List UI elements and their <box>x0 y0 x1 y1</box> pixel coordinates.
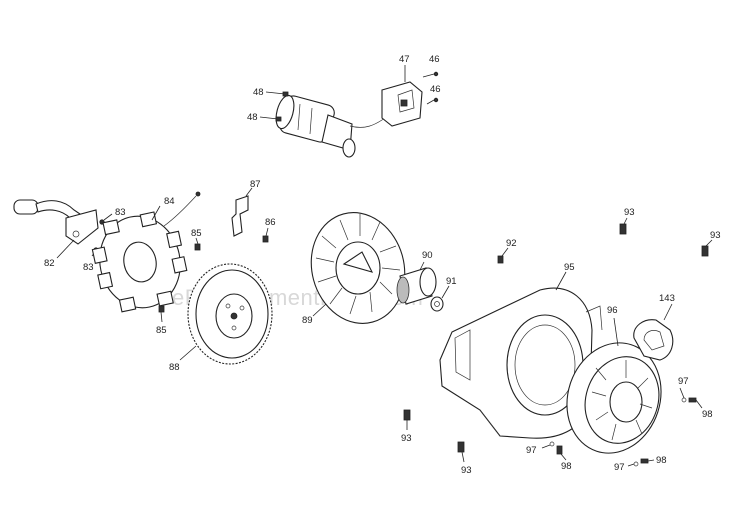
recoil-fastener-set-right <box>679 387 703 409</box>
starter-pulley <box>396 261 437 305</box>
recoil-starter <box>566 317 662 454</box>
part-label-93-farright: 93 <box>710 230 721 241</box>
part-label-87: 87 <box>250 179 261 190</box>
part-label-85-upper: 85 <box>191 228 202 239</box>
part-label-97-center: 97 <box>526 445 537 456</box>
part-label-89: 89 <box>302 315 313 326</box>
part-label-85-lower: 85 <box>156 325 167 336</box>
flywheel <box>179 263 273 365</box>
ignition-coil <box>13 199 99 259</box>
part-label-46-lower: 46 <box>430 84 441 95</box>
bracket-bolt <box>262 227 269 243</box>
part-label-92: 92 <box>506 238 517 249</box>
part-label-97-right: 97 <box>678 376 689 387</box>
solenoid-screw-lower <box>426 97 439 105</box>
stator-bolt-lower <box>158 305 165 323</box>
recoil-fastener-set-center <box>541 441 567 461</box>
part-label-47: 47 <box>399 54 410 65</box>
flywheel-nut <box>430 285 450 312</box>
blower-housing <box>439 271 603 439</box>
stator-wire-terminal <box>195 191 201 197</box>
starter-bolt-upper <box>265 91 289 97</box>
stator-bolt-upper <box>194 237 201 251</box>
leader-84 <box>151 205 161 221</box>
starter-solenoid <box>381 65 423 127</box>
part-label-96: 96 <box>607 305 618 316</box>
shroud-bolt-93-bottom <box>457 441 465 463</box>
part-label-93-bottom: 93 <box>461 465 472 476</box>
starter-motor <box>275 94 386 158</box>
solenoid-screw-upper <box>422 71 439 78</box>
part-label-90: 90 <box>422 250 433 261</box>
part-label-86: 86 <box>265 217 276 228</box>
part-label-98-right: 98 <box>702 409 713 420</box>
part-label-91: 91 <box>446 276 457 287</box>
stator-charge-coil <box>91 211 188 313</box>
stator-wire <box>163 195 197 227</box>
shroud-bolt-93-left <box>403 409 411 430</box>
part-label-98-center: 98 <box>561 461 572 472</box>
part-label-93-topright: 93 <box>624 207 635 218</box>
part-label-46-upper: 46 <box>429 54 440 65</box>
part-label-143: 143 <box>659 293 675 304</box>
part-label-84: 84 <box>164 196 175 207</box>
part-label-48-lower: 48 <box>247 112 258 123</box>
cooling-fan <box>310 212 406 324</box>
part-label-93-left: 93 <box>401 433 412 444</box>
shroud-bolt-93-farright <box>701 239 713 257</box>
recoil-fastener-set-bottom <box>627 458 655 467</box>
shroud-bolt-93-topright <box>619 217 628 235</box>
starter-bolt-lower <box>259 116 282 122</box>
wire-bracket <box>231 187 253 237</box>
part-label-83-upper: 83 <box>115 207 126 218</box>
part-label-82: 82 <box>44 258 55 269</box>
starter-handle <box>633 303 674 361</box>
part-label-48-upper: 48 <box>253 87 264 98</box>
part-label-95: 95 <box>564 262 575 273</box>
part-label-83-lower: 83 <box>83 262 94 273</box>
part-label-88: 88 <box>169 362 180 373</box>
part-label-98-bottom: 98 <box>656 455 667 466</box>
part-label-97-bottom: 97 <box>614 462 625 473</box>
shroud-bolt-92 <box>497 247 509 264</box>
